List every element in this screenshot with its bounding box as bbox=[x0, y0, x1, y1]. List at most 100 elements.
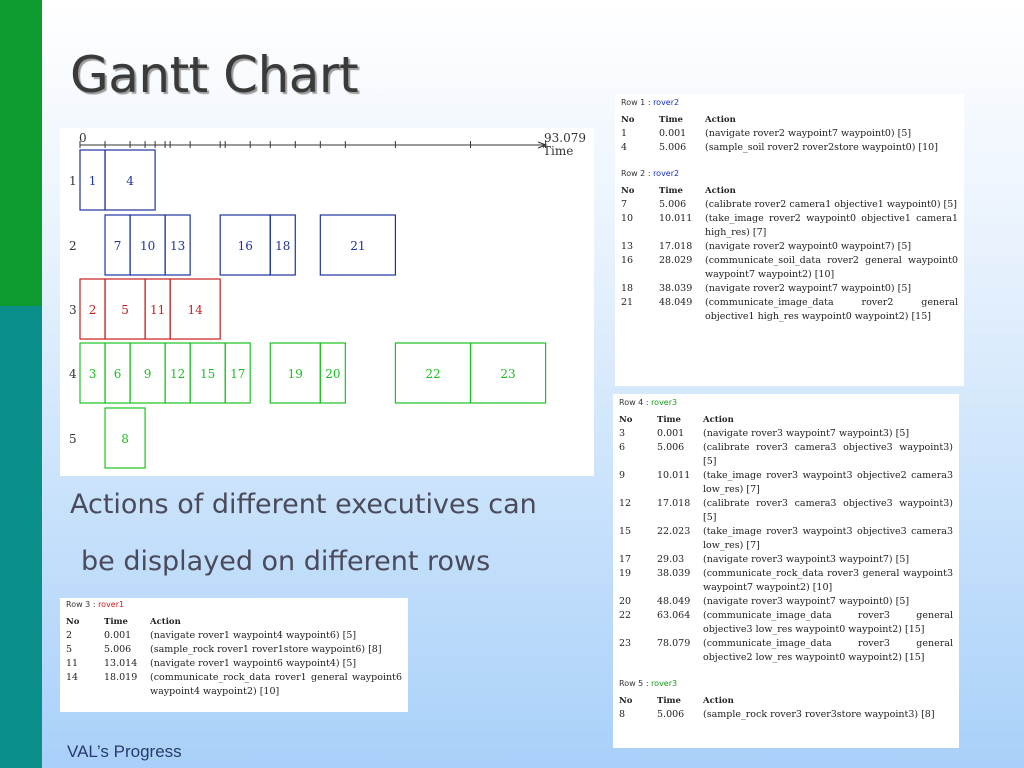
slide-title: Gantt Chart bbox=[70, 46, 359, 104]
action-number: 23 bbox=[619, 638, 632, 649]
gantt-bar-label: 18 bbox=[275, 239, 290, 253]
gantt-bar-label: 21 bbox=[350, 239, 365, 253]
action-time: 29.03 bbox=[657, 554, 685, 565]
row-table-title: Row 3 : rover1 bbox=[66, 600, 402, 609]
action-number: 7 bbox=[621, 199, 628, 210]
action-time: 22.023 bbox=[657, 526, 691, 537]
row-label: 4 bbox=[69, 367, 77, 381]
column-header: Action bbox=[705, 115, 736, 125]
row-table-title: Row 2 : rover2 bbox=[621, 169, 958, 178]
column-header: No bbox=[619, 415, 633, 425]
executive-name: rover2 bbox=[653, 98, 680, 107]
row-label: 2 bbox=[69, 239, 77, 253]
row-label: 1 bbox=[69, 174, 77, 188]
action-time: 5.006 bbox=[657, 442, 685, 453]
column-header: Action bbox=[703, 415, 734, 425]
gantt-bar-label: 20 bbox=[325, 367, 340, 381]
side-bar-green bbox=[0, 0, 42, 306]
action-number: 14 bbox=[66, 672, 79, 683]
gantt-bar-label: 1 bbox=[89, 174, 97, 188]
column-header: Time bbox=[659, 186, 683, 196]
column-header: Action bbox=[703, 696, 734, 706]
action-number: 18 bbox=[621, 283, 634, 294]
gantt-bar-label: 5 bbox=[121, 303, 129, 317]
action-text: (navigate rover2 waypoint0 waypoint7) [5… bbox=[705, 241, 912, 252]
action-number: 6 bbox=[619, 442, 626, 453]
gantt-bar bbox=[269, 214, 296, 276]
action-time: 17.018 bbox=[657, 498, 691, 509]
footer-text: VAL’s Progress bbox=[67, 742, 182, 761]
action-text: (take_image rover2 waypoint0 objective1 … bbox=[705, 213, 958, 238]
gantt-bar-label: 4 bbox=[126, 174, 134, 188]
gantt-bar-label: 3 bbox=[89, 367, 97, 381]
gantt-bar-label: 13 bbox=[170, 239, 185, 253]
action-time: 0.001 bbox=[104, 630, 132, 641]
column-header: No bbox=[66, 617, 80, 627]
row-label: 3 bbox=[69, 303, 77, 317]
action-time: 13.014 bbox=[104, 658, 138, 669]
action-text: (navigate rover3 waypoint3 waypoint7) [5… bbox=[703, 554, 910, 565]
gantt-bar bbox=[104, 407, 146, 469]
executive-name: rover3 bbox=[651, 679, 678, 688]
gantt-bar bbox=[169, 278, 221, 340]
caption-line-2: be displayed on different rows bbox=[81, 546, 491, 577]
column-header: Action bbox=[705, 186, 736, 196]
gantt-bar-label: 16 bbox=[238, 239, 253, 253]
action-time: 10.011 bbox=[659, 213, 693, 224]
action-number: 4 bbox=[621, 142, 628, 153]
action-time: 0.001 bbox=[657, 428, 685, 439]
action-time: 48.049 bbox=[657, 596, 691, 607]
action-time: 5.006 bbox=[659, 142, 687, 153]
action-text: (communicate_image_data rover3 general o… bbox=[703, 638, 953, 663]
action-text: (navigate rover2 waypoint7 waypoint0) [5… bbox=[705, 128, 912, 139]
axis-end-label: 93.079 bbox=[544, 131, 586, 145]
gantt-bar-label: 6 bbox=[114, 367, 122, 381]
action-text: (communicate_rock_data rover3 general wa… bbox=[703, 568, 953, 593]
action-number: 15 bbox=[619, 526, 632, 537]
gantt-bar-label: 10 bbox=[140, 239, 155, 253]
row-table-title: Row 5 : rover3 bbox=[619, 679, 953, 688]
column-header: Time bbox=[657, 696, 681, 706]
column-header: Time bbox=[659, 115, 683, 125]
action-number: 17 bbox=[619, 554, 632, 565]
column-header: Action bbox=[150, 617, 181, 627]
row-table-label: Row 1 : bbox=[621, 98, 654, 107]
action-number: 3 bbox=[619, 428, 626, 439]
gantt-bar bbox=[104, 149, 156, 211]
action-time: 5.006 bbox=[657, 709, 685, 720]
column-header: No bbox=[619, 696, 633, 706]
column-header: No bbox=[621, 115, 635, 125]
action-time: 5.006 bbox=[659, 199, 687, 210]
action-text: (sample_rock rover3 rover3store waypoint… bbox=[703, 709, 935, 720]
action-text: (navigate rover1 waypoint4 waypoint6) [5… bbox=[150, 630, 357, 641]
action-text: (sample_soil rover2 rover2store waypoint… bbox=[705, 142, 938, 153]
gantt-bar-label: 14 bbox=[188, 303, 204, 317]
row-table-title: Row 1 : rover2 bbox=[621, 98, 958, 107]
action-time: 0.001 bbox=[659, 128, 687, 139]
action-number: 11 bbox=[66, 658, 79, 669]
column-header: Time bbox=[657, 415, 681, 425]
gantt-bar-label: 2 bbox=[89, 303, 97, 317]
action-time: 10.011 bbox=[657, 470, 691, 481]
gantt-bar-label: 22 bbox=[425, 367, 440, 381]
action-number: 20 bbox=[619, 596, 632, 607]
action-number: 16 bbox=[621, 255, 634, 266]
action-number: 21 bbox=[621, 297, 634, 308]
row-table-label: Row 4 : bbox=[619, 398, 652, 407]
action-text: (communicate_image_data rover2 general o… bbox=[705, 297, 958, 322]
gantt-bar-label: 12 bbox=[170, 367, 185, 381]
action-grid: No Time Action 3 0.001 (navigate rover3 waypo… bbox=[619, 413, 953, 665]
gantt-bar-label: 23 bbox=[500, 367, 515, 381]
action-text: (communicate_rock_data rover1 general wa… bbox=[150, 672, 402, 697]
gantt-bar bbox=[164, 214, 191, 276]
gantt-bar bbox=[469, 342, 547, 404]
gantt-bar bbox=[319, 214, 397, 276]
